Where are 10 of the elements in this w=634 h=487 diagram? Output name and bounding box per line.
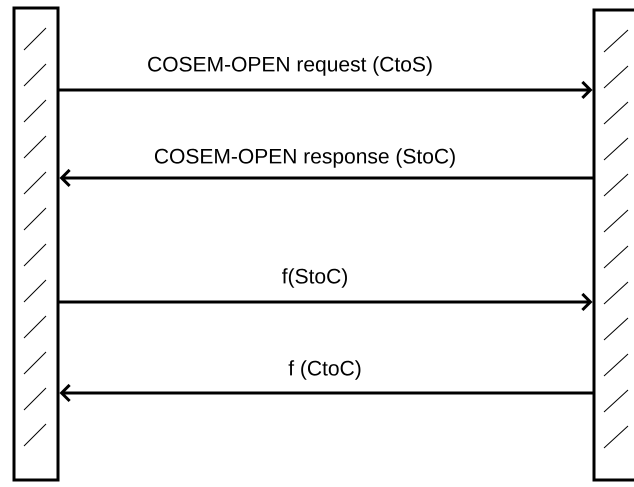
edge-label: COSEM-OPEN response (StoC) [152,147,458,169]
arrow [60,168,592,188]
edge-label: f (CtoC) [287,359,363,381]
hatched-bar [12,6,60,482]
edge-label: f(StoC) [280,267,350,289]
hatched-bar [592,8,634,482]
edge-label: COSEM-OPEN request (CtoS) [146,55,434,77]
arrow [60,292,592,312]
arrow [60,80,592,100]
arrow [60,384,592,402]
